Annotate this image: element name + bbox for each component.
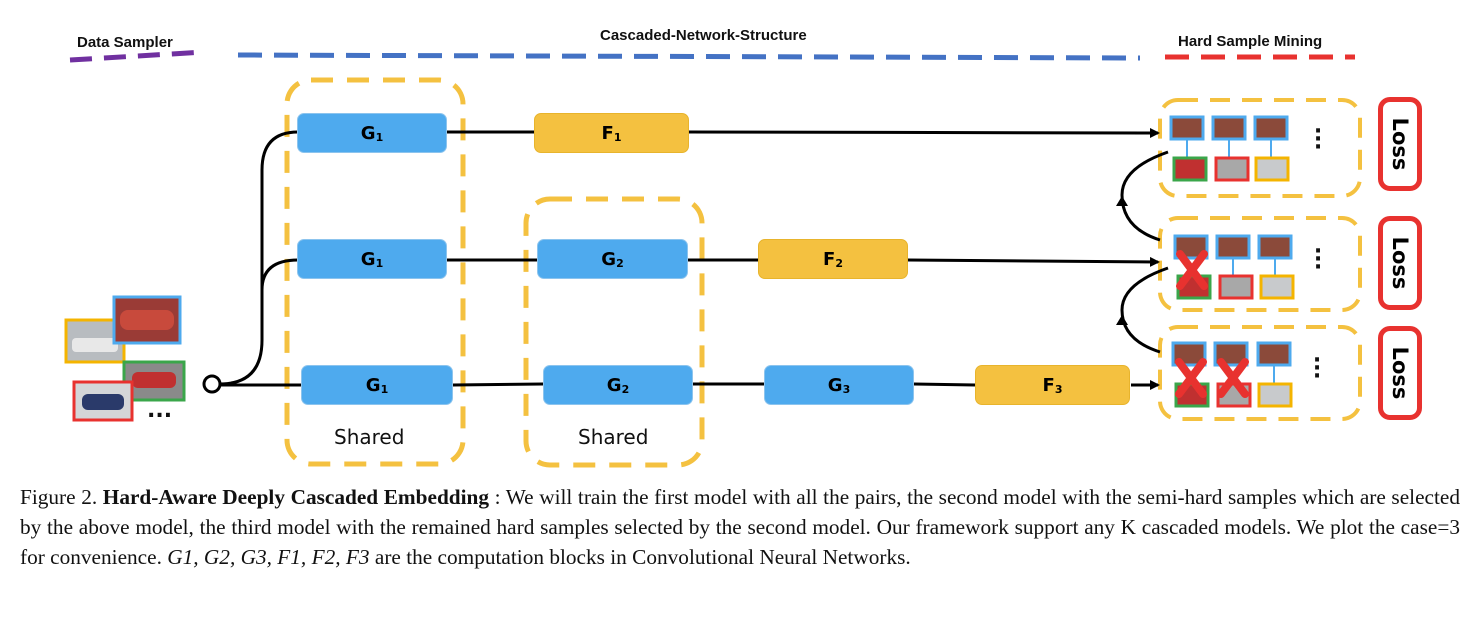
figure-caption: Figure 2. Hard-Aware Deeply Cascaded Emb…	[20, 485, 1460, 569]
data-sampler-label: Data Sampler	[77, 34, 173, 51]
cascaded-network-label: Cascaded-Network-Structure	[600, 27, 807, 44]
pair-group-1	[1158, 98, 1362, 198]
pair-group-3	[1158, 325, 1362, 421]
cross-icon	[1175, 358, 1207, 398]
pair-ellipsis-1: ···	[1313, 119, 1323, 160]
shared-label-2: Shared	[578, 425, 649, 449]
cascade-dashed-line	[237, 52, 1141, 61]
pairs-row-1	[1169, 115, 1290, 182]
branch-mid	[260, 258, 299, 291]
feedback-1	[1120, 150, 1169, 242]
sampler-dashed-line	[69, 49, 206, 63]
pair-ellipsis-3: ···	[1312, 348, 1322, 389]
cross-icon	[1176, 250, 1208, 290]
input-thumbnails	[64, 295, 186, 422]
pairs-row-2	[1173, 234, 1295, 300]
pair-ellipsis-2: ···	[1313, 239, 1323, 280]
loss-box-1: Loss	[1378, 97, 1422, 191]
hard-sample-mining-label: Hard Sample Mining	[1178, 33, 1323, 50]
caption-math: G1, G2, G3, F1, F2, F3	[167, 545, 370, 569]
feedback-2	[1120, 266, 1169, 354]
cross-icon	[1217, 358, 1249, 398]
loss-box-2: Loss	[1378, 216, 1422, 310]
arrow-row-1	[687, 127, 1160, 138]
arrow-row-2	[907, 256, 1160, 267]
shared-region-2	[523, 196, 705, 468]
input-ellipsis: ...	[147, 398, 173, 423]
caption-title: Hard-Aware Deeply Cascaded Embedding	[102, 485, 490, 509]
loss-box-3: Loss	[1378, 326, 1422, 420]
shared-region-1	[284, 77, 466, 467]
shared-label-1: Shared	[334, 425, 405, 449]
pair-group-2	[1158, 216, 1362, 312]
input-node	[202, 374, 222, 394]
pairs-row-3	[1171, 341, 1293, 408]
branch-top	[219, 130, 299, 386]
